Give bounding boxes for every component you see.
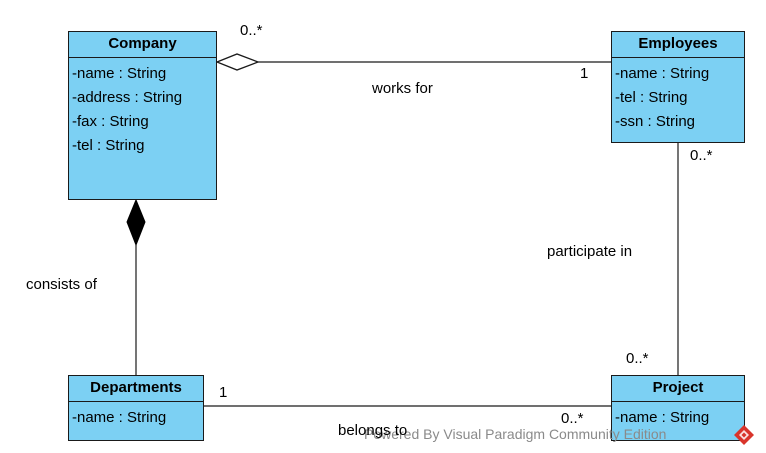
- attribute: -name : String: [615, 65, 710, 82]
- composition-diamond: [126, 198, 146, 247]
- watermark-text: Powered By Visual Paradigm Community Edi…: [364, 426, 667, 442]
- belongs-to-target-multiplicity: 0..*: [561, 410, 584, 427]
- class-company-title: Company: [69, 32, 216, 58]
- participate-in-source-multiplicity: 0..*: [690, 147, 713, 164]
- participate-in-target-multiplicity: 0..*: [626, 350, 649, 367]
- participate-in-label: participate in: [547, 243, 633, 260]
- class-company[interactable]: Company -name : String -address : String…: [68, 31, 217, 200]
- works-for-label: works for: [372, 80, 433, 97]
- attribute: -name : String: [615, 409, 710, 426]
- class-project-title: Project: [612, 376, 744, 402]
- class-employees-title: Employees: [612, 32, 744, 58]
- class-project[interactable]: Project -name : String: [611, 375, 745, 441]
- belongs-to-label: belongs to: [338, 422, 408, 439]
- class-departments[interactable]: Departments -name : String: [68, 375, 204, 441]
- class-company-attributes: -name : String -address : String -fax : …: [69, 58, 216, 158]
- class-project-attributes: -name : String: [612, 402, 744, 430]
- attribute: -name : String: [72, 65, 167, 82]
- works-for-target-multiplicity: 1: [580, 65, 589, 82]
- visual-paradigm-logo-icon: [734, 425, 754, 445]
- attribute: -tel : String: [72, 137, 145, 154]
- attribute: -address : String: [72, 89, 183, 106]
- attribute: -name : String: [72, 409, 167, 426]
- attribute: -tel : String: [615, 89, 688, 106]
- aggregation-diamond: [215, 53, 260, 71]
- class-employees[interactable]: Employees -name : String -tel : String -…: [611, 31, 745, 143]
- attribute: -ssn : String: [615, 113, 696, 130]
- works-for-source-multiplicity: 0..*: [240, 22, 263, 39]
- consists-of-label: consists of: [26, 276, 97, 293]
- class-departments-attributes: -name : String: [69, 402, 203, 430]
- belongs-to-source-multiplicity: 1: [219, 384, 228, 401]
- attribute: -fax : String: [72, 113, 149, 130]
- class-departments-title: Departments: [69, 376, 203, 402]
- class-employees-attributes: -name : String -tel : String -ssn : Stri…: [612, 58, 744, 134]
